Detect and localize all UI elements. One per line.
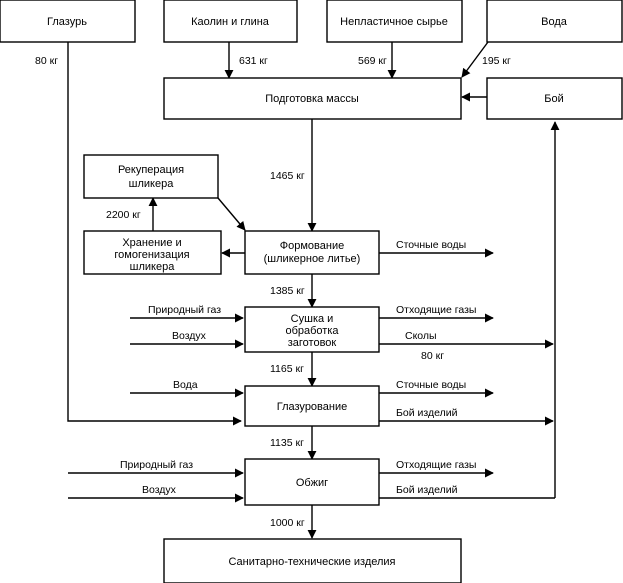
box-scrap <box>486 77 623 120</box>
off-gases-1-label: Отходящие газы <box>396 304 476 316</box>
glazing-label: Глазурование <box>277 401 347 413</box>
recuperation-label-2: шликера <box>129 178 175 190</box>
box-glaze <box>0 0 136 43</box>
box-nonplastic <box>326 0 463 43</box>
box-water <box>486 0 623 43</box>
box-forming <box>244 230 380 275</box>
glaze-label: Глазурь <box>47 16 87 28</box>
box-product <box>163 538 462 583</box>
off-gases-2-label: Отходящие газы <box>396 459 476 471</box>
glazing-to-firing-flow-label: 1135 кг <box>270 437 304 449</box>
natural-gas-2-label: Природный газ <box>120 459 193 471</box>
slip-flow-label: 2200 кг <box>106 209 141 221</box>
water-in-label: Вода <box>173 379 198 391</box>
storage-label-2: гомогенизация <box>114 249 189 261</box>
box-glazing <box>244 385 380 427</box>
storage-label-1: Хранение и <box>122 237 181 249</box>
product-label: Санитарно-технические изделия <box>228 556 395 568</box>
nonplastic-label: Непластичное сырье <box>340 16 448 28</box>
natural-gas-1-label: Природный газ <box>148 304 221 316</box>
firing-to-product-flow-label: 1000 кг <box>270 517 305 529</box>
box-firing <box>244 458 380 506</box>
box-texts: Глазурь Каолин и глина Непластичное сырь… <box>47 16 568 568</box>
storage-label-3: шликера <box>130 261 176 273</box>
flow-quantities: 80 кг 631 кг 569 кг 195 кг 1465 кг 2200 … <box>35 55 511 529</box>
kaolin-flow-label: 631 кг <box>239 55 268 67</box>
chips-label: Сколы <box>405 330 437 342</box>
box-storage <box>83 230 222 275</box>
wastewater-2-label: Сточные воды <box>396 379 466 391</box>
prep-to-forming-flow-label: 1465 кг <box>270 170 305 182</box>
water-flow-label: 195 кг <box>482 55 511 67</box>
forming-label-2: (шликерное литье) <box>264 253 361 265</box>
firing-label: Обжиг <box>296 477 328 489</box>
drying-label-3: заготовок <box>288 337 337 349</box>
kaolin-label: Каолин и глина <box>191 16 270 28</box>
box-kaolin <box>163 0 298 43</box>
air-2-label: Воздух <box>142 484 177 496</box>
water-label: Вода <box>541 16 568 28</box>
scrap-glazing-label: Бой изделий <box>396 407 458 419</box>
forming-label-1: Формование <box>280 240 344 252</box>
drying-label-1: Сушка и <box>291 313 334 325</box>
box-mass-prep <box>163 77 462 120</box>
stream-labels: Сточные воды Природный газ Отходящие газ… <box>120 239 476 496</box>
forming-to-drying-flow-label: 1385 кг <box>270 285 305 297</box>
arrow-recuperation-to-forming <box>217 197 246 231</box>
air-1-label: Воздух <box>172 330 207 342</box>
mass-prep-label: Подготовка массы <box>265 93 359 105</box>
box-recuperation <box>83 154 219 199</box>
scrap-label: Бой <box>544 93 563 105</box>
box-drying <box>244 306 380 353</box>
scrap-firing-label: Бой изделий <box>396 484 458 496</box>
glaze-flow-label: 80 кг <box>35 55 58 67</box>
chips-flow-label: 80 кг <box>421 350 444 362</box>
connectors <box>67 41 560 539</box>
recuperation-label-1: Рекуперация <box>118 164 184 176</box>
arrow-water-to-prep <box>461 41 489 78</box>
wastewater-1-label: Сточные воды <box>396 239 466 251</box>
drying-label-2: обработка <box>285 325 339 337</box>
arrow-glaze-to-glazing <box>67 42 242 426</box>
nonplastic-flow-label: 569 кг <box>358 55 387 67</box>
drying-to-glazing-flow-label: 1165 кг <box>270 363 304 375</box>
